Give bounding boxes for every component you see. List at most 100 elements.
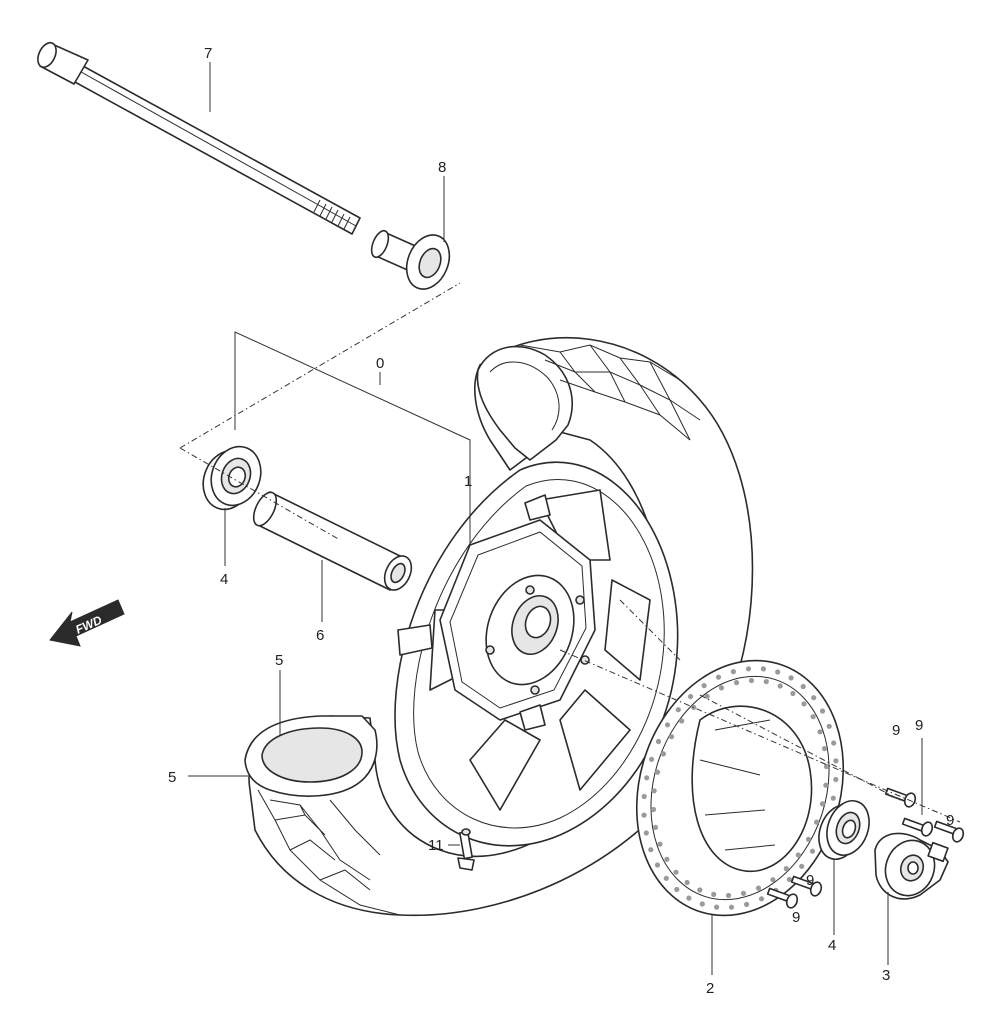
disc-drill-hole (777, 683, 783, 689)
disc-drill-hole (800, 683, 806, 690)
disc-drill-hole (650, 806, 657, 813)
disc-drill-hole (814, 819, 820, 825)
callout-9-a: 9 (892, 722, 900, 739)
disc-drill-hole (744, 901, 750, 908)
callout-5-top: 5 (275, 652, 283, 669)
disc-drill-hole (826, 723, 832, 729)
disc-drill-hole (644, 775, 650, 781)
wheel-bearing-right[interactable] (812, 795, 877, 865)
disc-drill-hole (697, 887, 703, 893)
disc-drill-hole (641, 793, 647, 800)
disc-drill-hole (763, 679, 769, 685)
disc-drill-hole (643, 830, 649, 836)
disc-drill-hole (655, 738, 662, 745)
disc-drill-hole (711, 891, 717, 898)
disc-drill-hole (805, 836, 812, 842)
cast-wheel-rim[interactable] (394, 461, 679, 847)
disc-bolts[interactable] (766, 787, 965, 909)
callout-1: 1 (464, 473, 472, 490)
wheel-bearing-left[interactable] (195, 440, 269, 517)
leader-lines (188, 62, 923, 975)
fwd-arrow-icon: FWD (49, 599, 125, 647)
disc-drill-hole (745, 666, 752, 672)
disc-drill-hole (699, 901, 705, 907)
disc-drill-hole (809, 848, 816, 854)
disc-drill-hole (823, 782, 829, 788)
disc-drill-hole (810, 714, 816, 720)
disc-drill-hole (688, 693, 694, 700)
callout-5-left: 5 (168, 769, 176, 786)
disc-drill-hole (641, 812, 647, 818)
disc-drill-hole (714, 904, 720, 910)
disc-drill-hole (790, 690, 796, 697)
disc-drill-hole (654, 862, 661, 868)
disc-drill-hole (649, 756, 655, 762)
air-valve[interactable] (457, 828, 475, 871)
disc-drill-hole (748, 677, 755, 684)
disc-drill-hole (664, 856, 670, 862)
disc-drill-hole (755, 885, 762, 891)
callout-9-e: 9 (792, 909, 800, 926)
callout-4-right: 4 (828, 937, 836, 954)
disc-drill-hole (652, 824, 659, 831)
axle-collar[interactable] (368, 228, 457, 295)
disc-drill-hole (775, 669, 781, 675)
disc-drill-hole (701, 683, 707, 689)
disc-drill-hole (686, 895, 692, 901)
front-axle[interactable] (34, 40, 361, 235)
disc-drill-hole (654, 769, 661, 775)
callout-11: 11 (428, 837, 444, 854)
callout-6: 6 (316, 627, 324, 644)
disc-drill-hole (733, 680, 740, 686)
callout-9-c: 9 (946, 812, 954, 829)
disc-drill-hole (823, 763, 830, 770)
disc-drill-hole (651, 788, 657, 794)
disc-drill-hole (831, 740, 837, 746)
disc-drill-hole (786, 876, 793, 883)
disc-drill-hole (811, 695, 817, 701)
speedometer-gearbox[interactable] (874, 832, 949, 902)
disc-drill-hole (718, 685, 725, 691)
callout-9-b: 9 (915, 717, 923, 734)
callout-3: 3 (882, 967, 890, 984)
disc-drill-hole (668, 734, 675, 740)
disc-drill-hole (833, 776, 839, 783)
disc-drill-hole (821, 746, 828, 752)
disc-drill-hole (715, 674, 722, 680)
disc-drill-hole (730, 669, 737, 675)
distance-collar[interactable] (249, 489, 417, 595)
assembly-centerlines (179, 282, 961, 823)
callout-9-d: 9 (806, 872, 814, 889)
disc-drill-hole (664, 722, 671, 728)
disc-drill-hole (660, 751, 667, 757)
disc-drill-hole (684, 879, 690, 886)
disc-drill-hole (679, 718, 685, 724)
disc-drill-hole (725, 892, 732, 899)
disc-drill-hole (691, 704, 697, 711)
disc-drill-hole (657, 841, 663, 847)
disc-drill-hole (648, 847, 654, 853)
disc-drill-hole (770, 877, 776, 883)
disc-drill-hole (704, 693, 710, 699)
disc-drill-hole (801, 701, 807, 707)
disc-drill-hole (675, 707, 681, 713)
disc-drill-hole (728, 904, 735, 910)
callout-0: 0 (376, 355, 384, 372)
disc-drill-hole (799, 863, 805, 869)
callout-7: 7 (204, 45, 212, 62)
disc-drill-hole (783, 866, 789, 872)
disc-drill-hole (674, 886, 680, 893)
callout-2: 2 (706, 980, 714, 997)
disc-drill-hole (795, 852, 801, 858)
disc-drill-hole (760, 666, 767, 672)
callout-labels: 7 8 0 1 4 6 5 5 11 2 4 3 9 9 9 9 9 (168, 45, 954, 997)
disc-drill-hole (819, 708, 826, 714)
callout-8: 8 (438, 159, 446, 176)
callout-4-left: 4 (220, 571, 228, 588)
disc-drill-hole (758, 896, 765, 902)
disc-drill-hole (673, 869, 679, 875)
disc-drill-hole (740, 890, 747, 897)
disc-drill-hole (819, 801, 826, 807)
disc-drill-hole (788, 675, 794, 681)
